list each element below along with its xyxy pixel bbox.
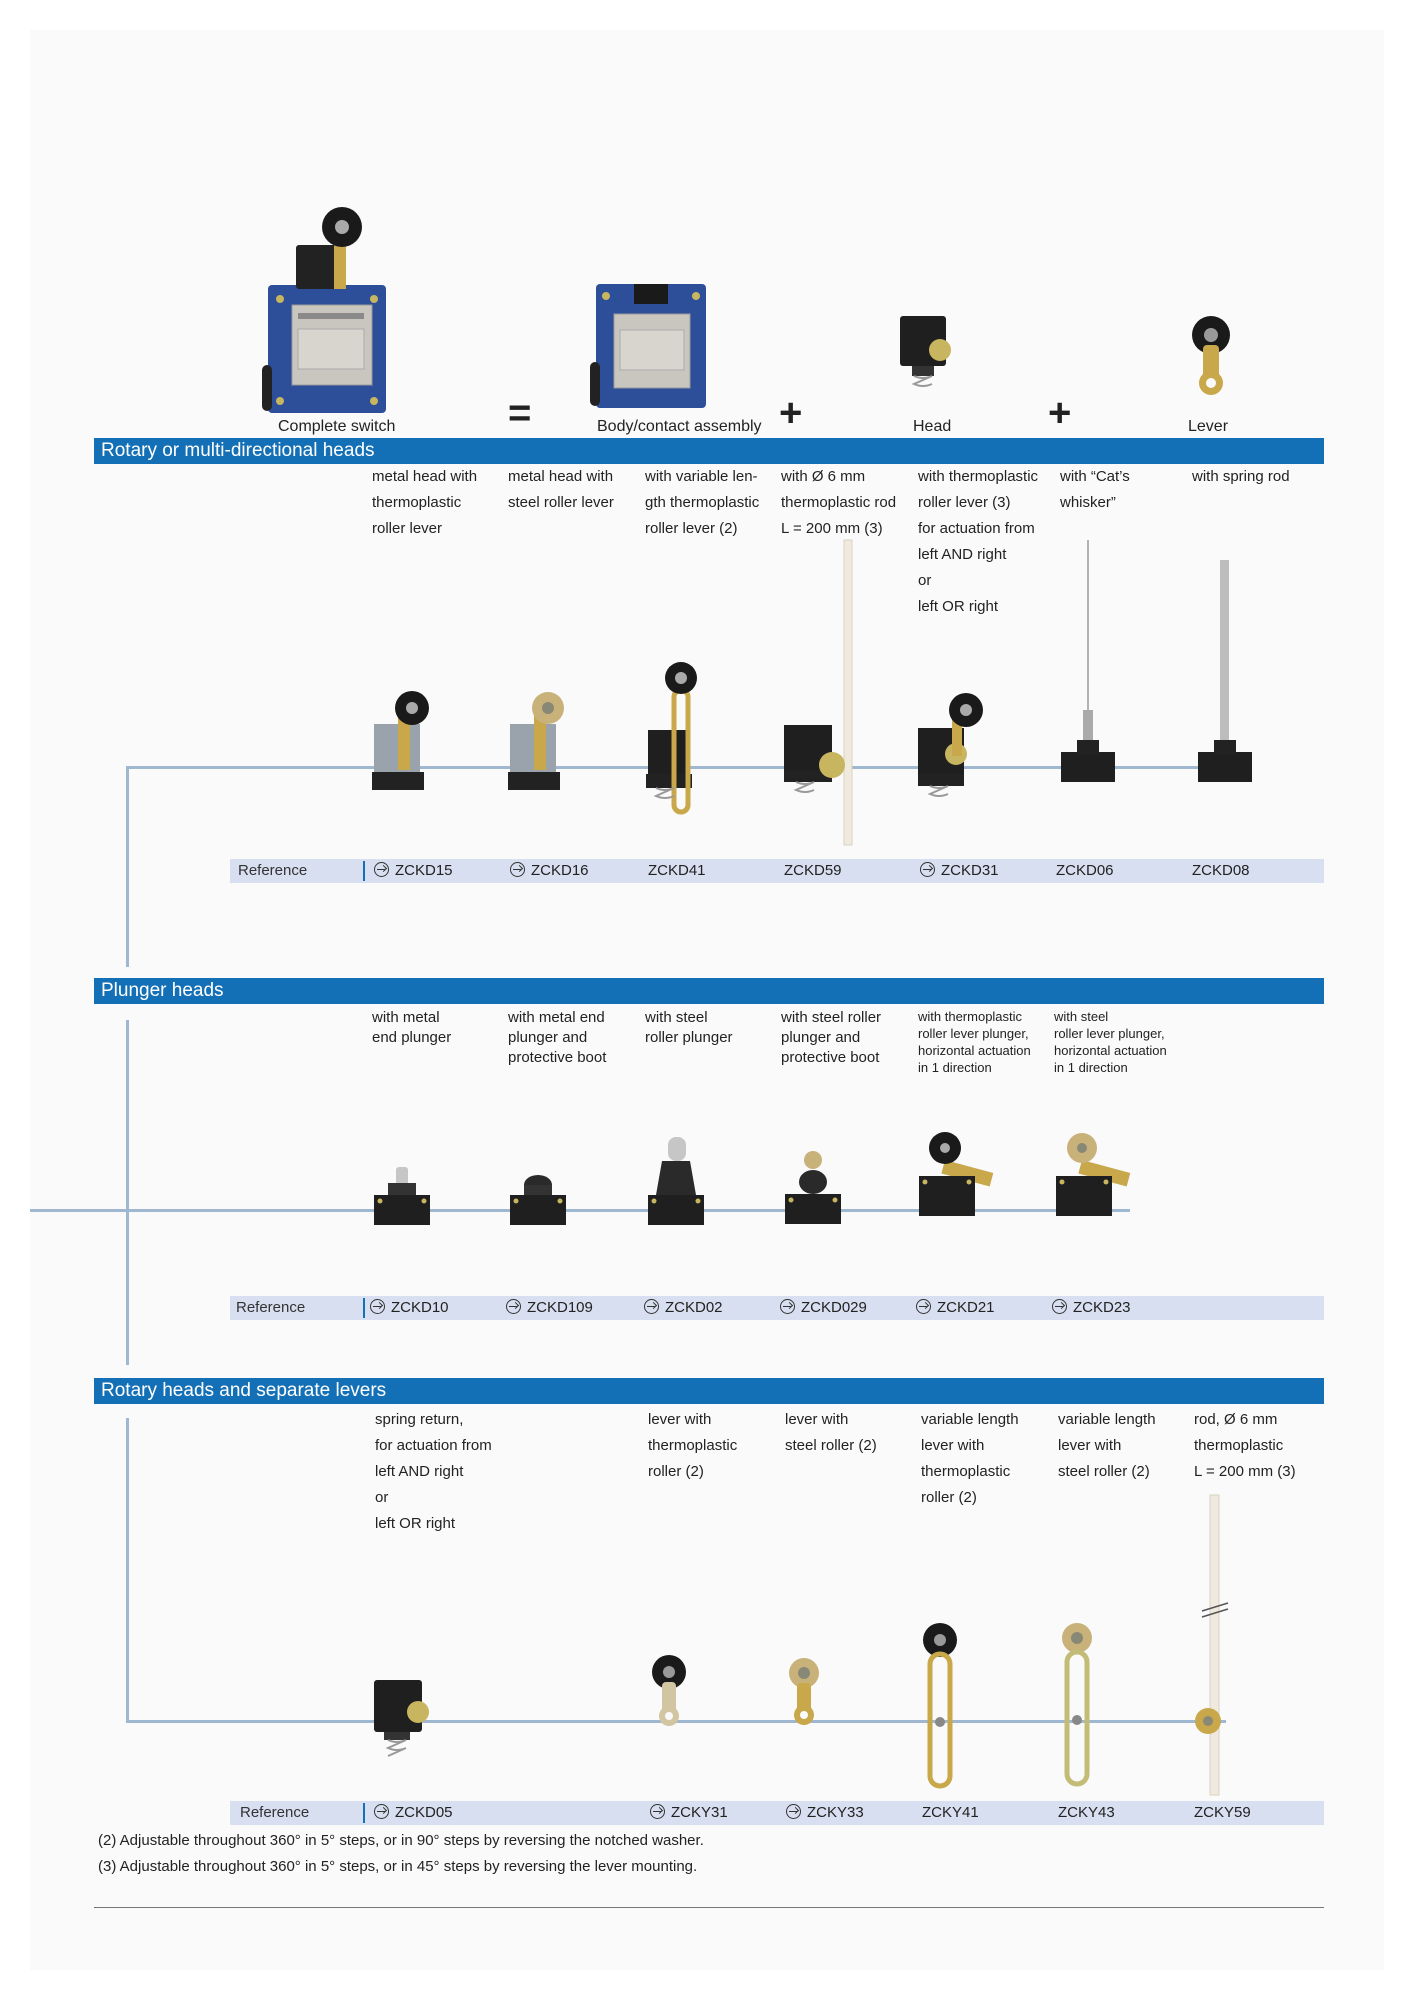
ref-zckd10: ZCKD10 [370, 1296, 449, 1320]
ref-zckd23: ZCKD23 [1052, 1296, 1131, 1320]
product-zckd23-image [1056, 1133, 1131, 1216]
ref-zckd59: ZCKD59 [784, 862, 842, 879]
product-zckd16-image [508, 692, 564, 790]
ref-zckd21: ZCKD21 [916, 1296, 995, 1320]
product-zckd15-image [372, 691, 429, 790]
arrow-right-icon [506, 1299, 521, 1314]
ref-zckd16: ZCKD16 [510, 859, 589, 883]
head-caption: Head [913, 418, 952, 435]
ref-zckd31: ZCKD31 [920, 859, 999, 883]
product-zcky59-image [1195, 1494, 1229, 1796]
s3-reference-row: Reference ZCKD05 ZCKY31 ZCKY33 ZCKY41 ZC… [230, 1801, 1324, 1825]
s2-horizontal-connector [30, 1209, 1130, 1212]
s2-vertical-connector [126, 1020, 129, 1365]
ref-zckd41: ZCKD41 [648, 862, 706, 879]
product-zckd109-image [510, 1175, 566, 1225]
lever-image [1192, 316, 1230, 395]
product-zckd41-image [646, 662, 697, 815]
arrow-right-icon [1052, 1299, 1067, 1314]
product-zckd21-image [919, 1132, 994, 1216]
complete-switch-image [262, 207, 386, 413]
arrow-right-icon [510, 862, 525, 877]
arrow-right-icon [786, 1804, 801, 1819]
s3-vertical-connector [126, 1418, 129, 1722]
product-zckd08-image [1198, 560, 1252, 782]
arrow-right-icon [916, 1299, 931, 1314]
product-zcky31-image [652, 1655, 686, 1726]
s1-vertical-connector [126, 767, 129, 967]
ref-zcky31: ZCKY31 [650, 1801, 728, 1825]
arrow-right-icon [374, 1804, 389, 1819]
footnote-3: (3) Adjustable throughout 360° in 5° ste… [98, 1858, 698, 1875]
s1-reference-label: Reference [238, 862, 308, 879]
ref-zckd109: ZCKD109 [506, 1296, 593, 1320]
arrow-right-icon [920, 862, 935, 877]
section-bar-rotary-heads-separate-levers: Rotary heads and separate levers [94, 1378, 1324, 1404]
product-zckd029-image [785, 1151, 841, 1224]
footnote-2: (2) Adjustable throughout 360° in 5° ste… [98, 1832, 704, 1849]
arrow-right-icon [374, 862, 389, 877]
head-image [900, 316, 951, 387]
arrow-right-icon [370, 1299, 385, 1314]
product-zcky43-image [1062, 1623, 1092, 1787]
s3-reference-label: Reference [240, 1804, 310, 1821]
ref-zcky41: ZCKY41 [922, 1804, 979, 1821]
ref-zcky33: ZCKY33 [786, 1801, 864, 1825]
arrow-right-icon [644, 1299, 659, 1314]
product-zcky41-image [923, 1623, 957, 1789]
lever-caption: Lever [1188, 418, 1229, 435]
s1-desc-6: with spring rod [1192, 468, 1290, 485]
product-zckd31-image [918, 693, 983, 797]
arrow-right-icon [780, 1299, 795, 1314]
product-zckd02-image [648, 1137, 704, 1225]
ref-zcky59: ZCKY59 [1194, 1804, 1251, 1821]
ref-zckd06: ZCKD06 [1056, 862, 1114, 879]
arrow-right-icon [650, 1804, 665, 1819]
ref-zcky43: ZCKY43 [1058, 1804, 1115, 1821]
ref-zckd05: ZCKD05 [374, 1801, 453, 1825]
s2-reference-row: Reference ZCKD10 ZCKD109 ZCKD02 ZCKD029 … [230, 1296, 1324, 1320]
complete-switch-caption: Complete switch [278, 418, 396, 435]
ref-zckd15: ZCKD15 [374, 859, 453, 883]
ref-zckd08: ZCKD08 [1192, 862, 1250, 879]
body-assembly-image [590, 284, 706, 408]
ref-zckd02: ZCKD02 [644, 1296, 723, 1320]
product-zcky33-image [789, 1658, 819, 1725]
bottom-rule [94, 1907, 1324, 1908]
product-zckd10-image [374, 1167, 430, 1225]
s1-reference-row: Reference ZCKD15 ZCKD16 ZCKD41 ZCKD59 ZC… [230, 859, 1324, 883]
product-zckd05-image [374, 1680, 429, 1757]
section-bar-rotary-heads: Rotary or multi-directional heads [94, 438, 1324, 464]
section-bar-plunger-heads: Plunger heads [94, 978, 1324, 1004]
body-assembly-caption: Body/contact assembly [597, 418, 762, 435]
s2-reference-label: Reference [236, 1299, 306, 1316]
product-zckd59-image [784, 539, 853, 846]
ref-zckd029: ZCKD029 [780, 1296, 867, 1320]
equals-sign: = [508, 391, 532, 435]
plus-sign-2: + [1048, 391, 1072, 435]
product-zckd06-image [1061, 540, 1115, 782]
plus-sign-1: + [779, 391, 803, 435]
